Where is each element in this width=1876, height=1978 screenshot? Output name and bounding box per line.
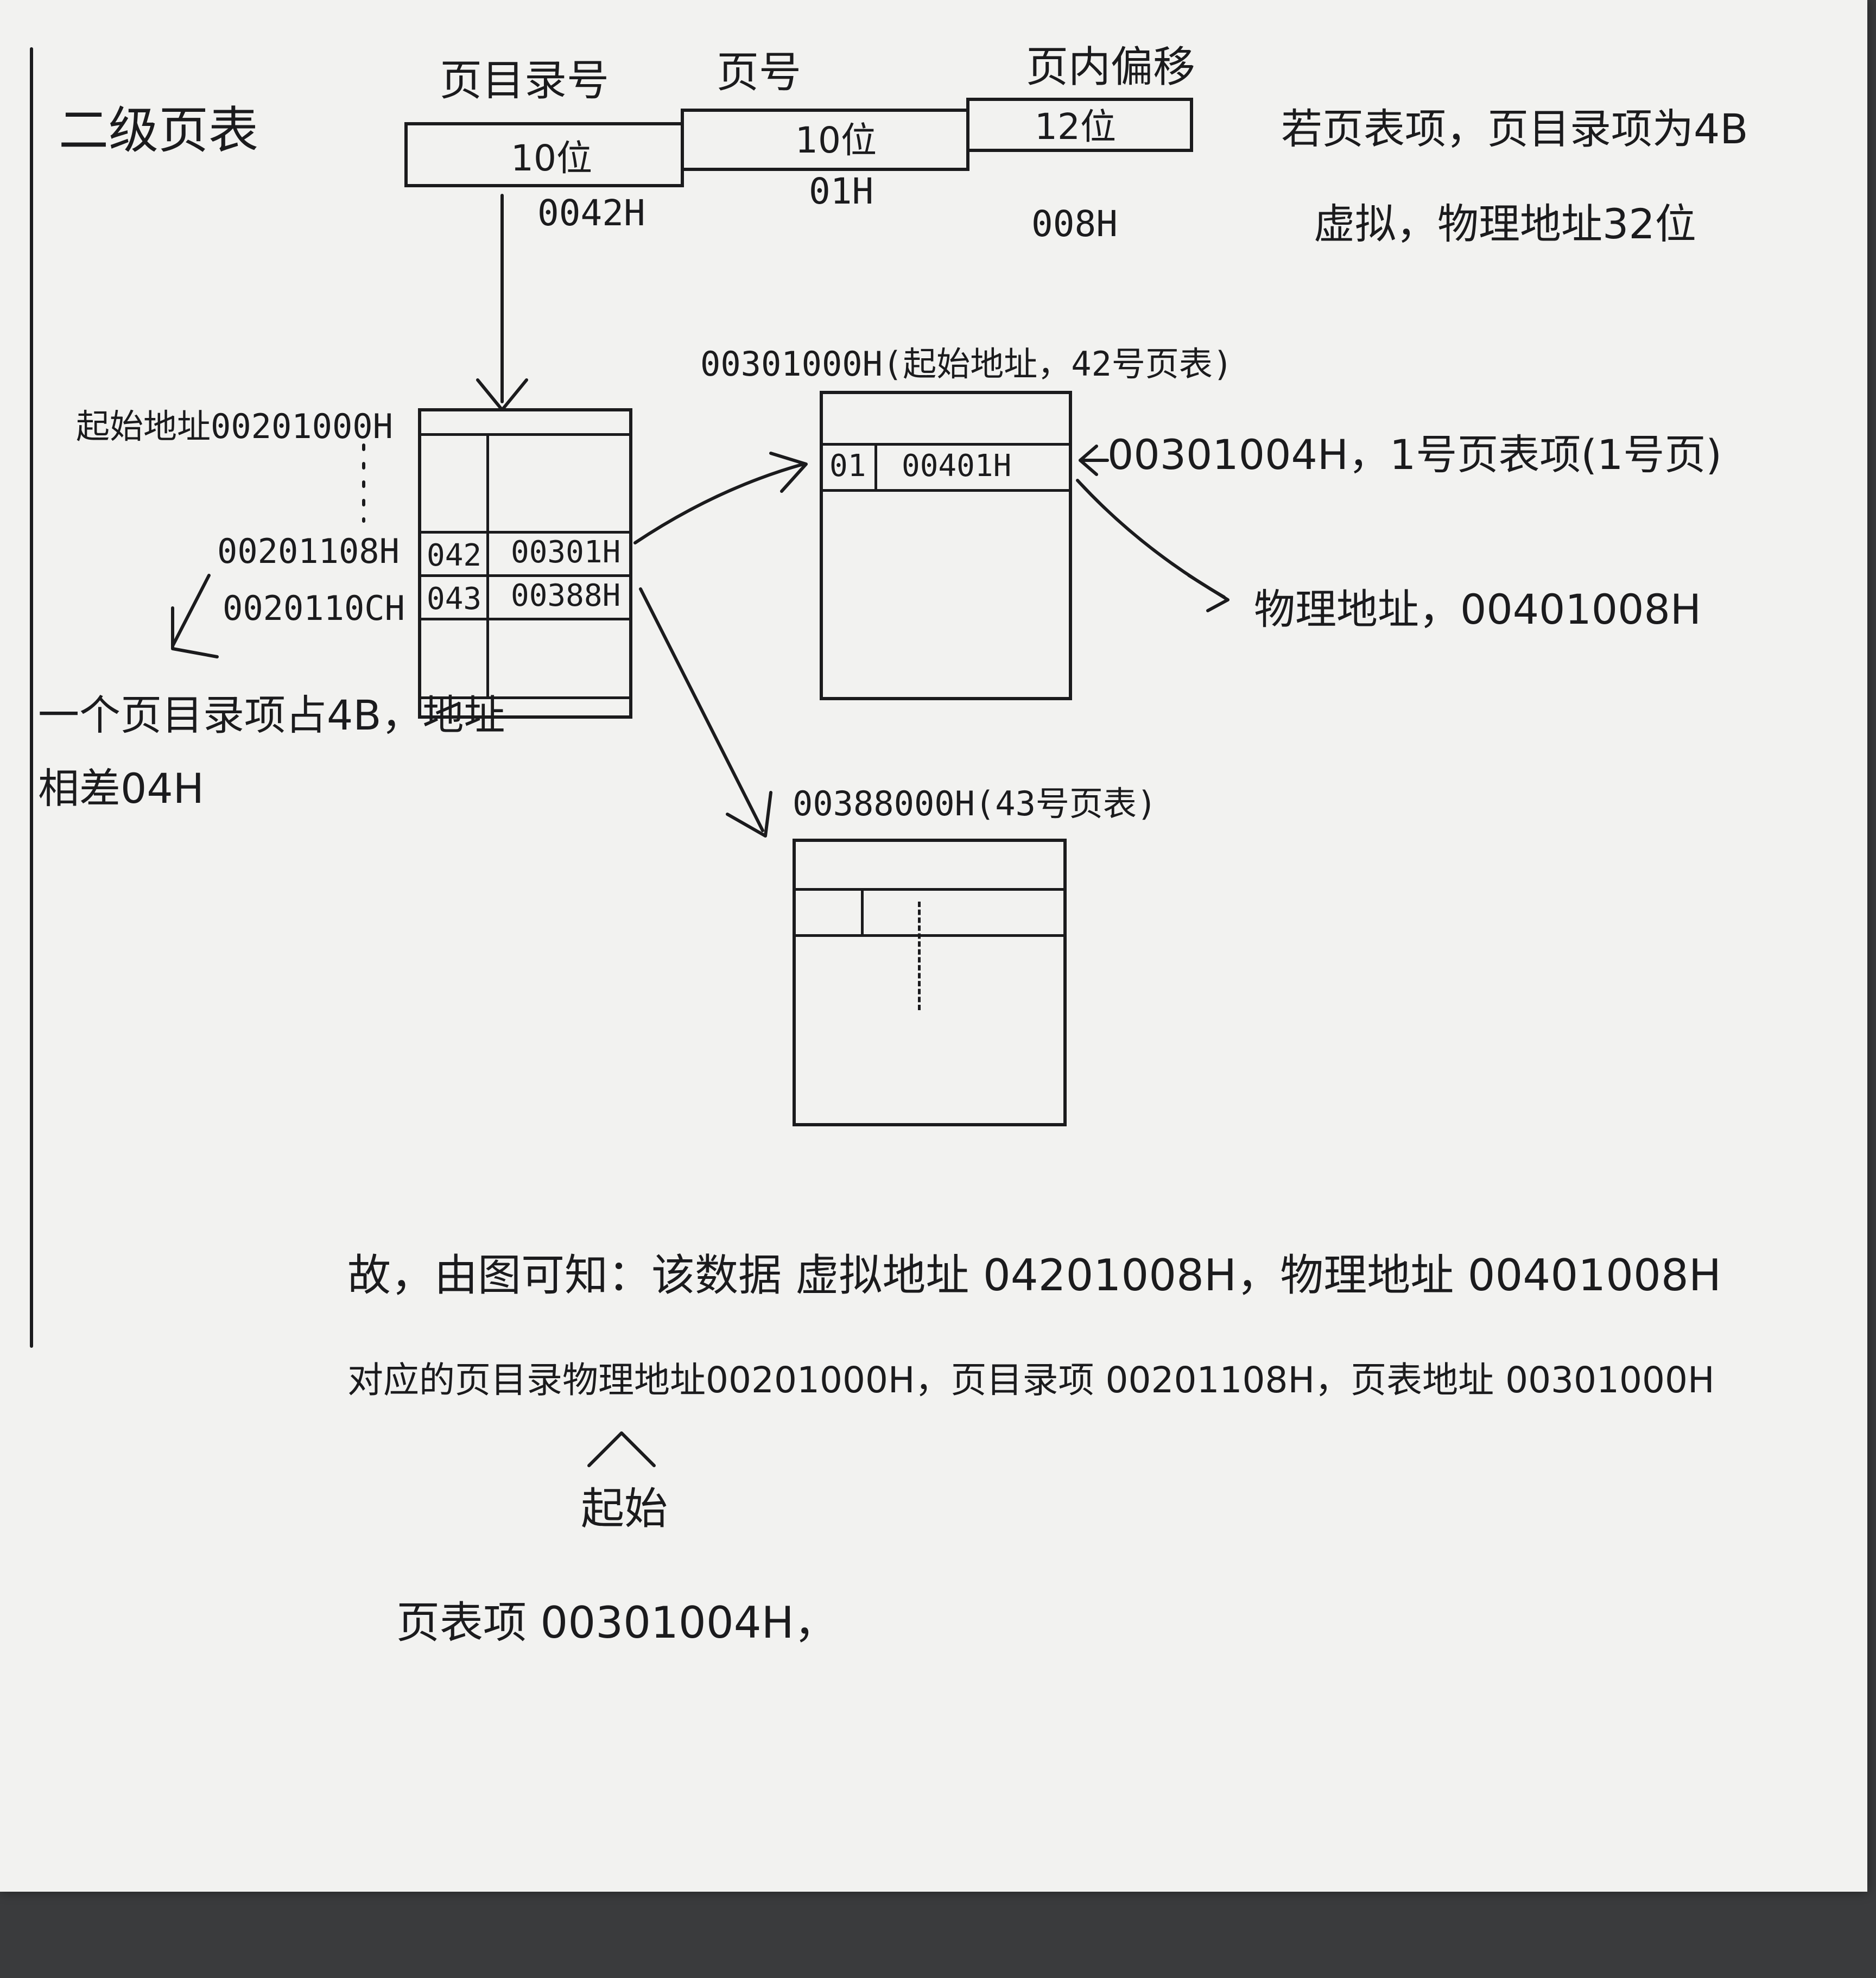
directory-row-043-top xyxy=(421,574,629,577)
field-box-directory: 10位 xyxy=(404,122,684,187)
page-table-42-header: 00301000H(起始地址，42号页表) xyxy=(700,344,1233,384)
field-bits-directory: 10位 xyxy=(511,137,592,179)
page-table-entry-note: 00301004H，1号页表项(1号页) xyxy=(1107,430,1722,479)
assumption-address-width: 虚拟，物理地址32位 xyxy=(1314,200,1696,248)
page-table-43-header: 00388000H(43号页表) xyxy=(793,784,1157,823)
field-value-page: 01H xyxy=(809,170,874,212)
arrow-note-shaft xyxy=(171,574,211,648)
field-label-page: 页号 xyxy=(717,48,802,97)
arrow-043-head xyxy=(726,791,772,838)
page-table-43-row-top xyxy=(796,888,1063,891)
arrow-042-head xyxy=(769,452,808,493)
diagram-lines xyxy=(30,47,1229,1467)
arrow-042-shaft xyxy=(633,462,805,544)
page-table-42: 01 00401H xyxy=(820,391,1072,700)
arrow-phys-head xyxy=(1187,574,1229,612)
directory-row-043-index: 043 xyxy=(427,581,482,617)
conclusion-line-3: 页表项 00301004H， xyxy=(396,1597,838,1648)
directory-start-address: 起始地址00201000H xyxy=(76,407,393,446)
arrow-043-shaft xyxy=(639,587,764,832)
page-table-42-column-divider xyxy=(874,443,877,489)
directory-row-address-043: 0020110CH xyxy=(223,588,405,628)
paper-sheet: 二级页表 页目录号 页号 页内偏移 10位 10位 12位 0042H 01H … xyxy=(0,0,1867,1892)
arrow-phys-shaft xyxy=(1076,479,1226,599)
field-value-directory: 0042H xyxy=(537,192,645,234)
page-title: 二级页表 xyxy=(59,102,259,160)
directory-top-divider xyxy=(421,433,629,436)
page-table-43 xyxy=(793,839,1067,1126)
field-bits-offset: 12位 xyxy=(1035,106,1116,148)
directory-entry-note-1: 一个页目录项占4B，地址 xyxy=(38,691,505,739)
directory-row-042-value: 00301H xyxy=(511,535,621,570)
page-table-42-row-top xyxy=(823,443,1069,446)
arrow-note-head xyxy=(171,606,219,658)
conclusion-line-1: 故，由图可知：该数据 虚拟地址 04201008H，物理地址 00401008H xyxy=(347,1250,1721,1301)
page-table-43-row-bottom xyxy=(796,934,1063,937)
caret-mark xyxy=(587,1431,656,1467)
field-label-offset: 页内偏移 xyxy=(1026,43,1196,92)
directory-row-042-index: 042 xyxy=(427,538,482,573)
directory-bottom-divider xyxy=(421,696,629,699)
page-table-42-row-value: 00401H xyxy=(902,448,1012,484)
field-box-page: 10位 xyxy=(681,109,969,171)
page-table-43-column-divider xyxy=(861,888,864,934)
directory-column-divider xyxy=(486,433,489,696)
directory-entry-note-2: 相差04H xyxy=(38,764,204,813)
field-label-directory: 页目录号 xyxy=(440,56,610,105)
field-box-offset: 12位 xyxy=(966,98,1193,152)
assumption-entry-size: 若页表项，页目录项为4B xyxy=(1281,105,1748,153)
page-directory-table: 042 00301H 043 00388H xyxy=(418,408,632,719)
directory-row-042-top xyxy=(421,531,629,534)
conclusion-caret-note: 起始 xyxy=(581,1484,668,1534)
directory-row-043-value: 00388H xyxy=(511,578,621,613)
arrow-entry-head xyxy=(1079,445,1098,476)
page-table-42-row-bottom xyxy=(823,489,1069,492)
physical-address-label: 物理地址，00401008H xyxy=(1254,585,1701,633)
field-value-offset: 008H xyxy=(1031,203,1118,245)
page-table-43-dots xyxy=(918,902,921,1010)
directory-row-043-bottom xyxy=(421,618,629,620)
field-bits-page: 10位 xyxy=(795,119,877,161)
page-table-42-row-index: 01 xyxy=(829,448,866,484)
directory-row-address-042: 00201108H xyxy=(217,531,400,571)
conclusion-line-2: 对应的页目录物理地址00201000H，页目录项 00201108H，页表地址 … xyxy=(347,1359,1715,1401)
